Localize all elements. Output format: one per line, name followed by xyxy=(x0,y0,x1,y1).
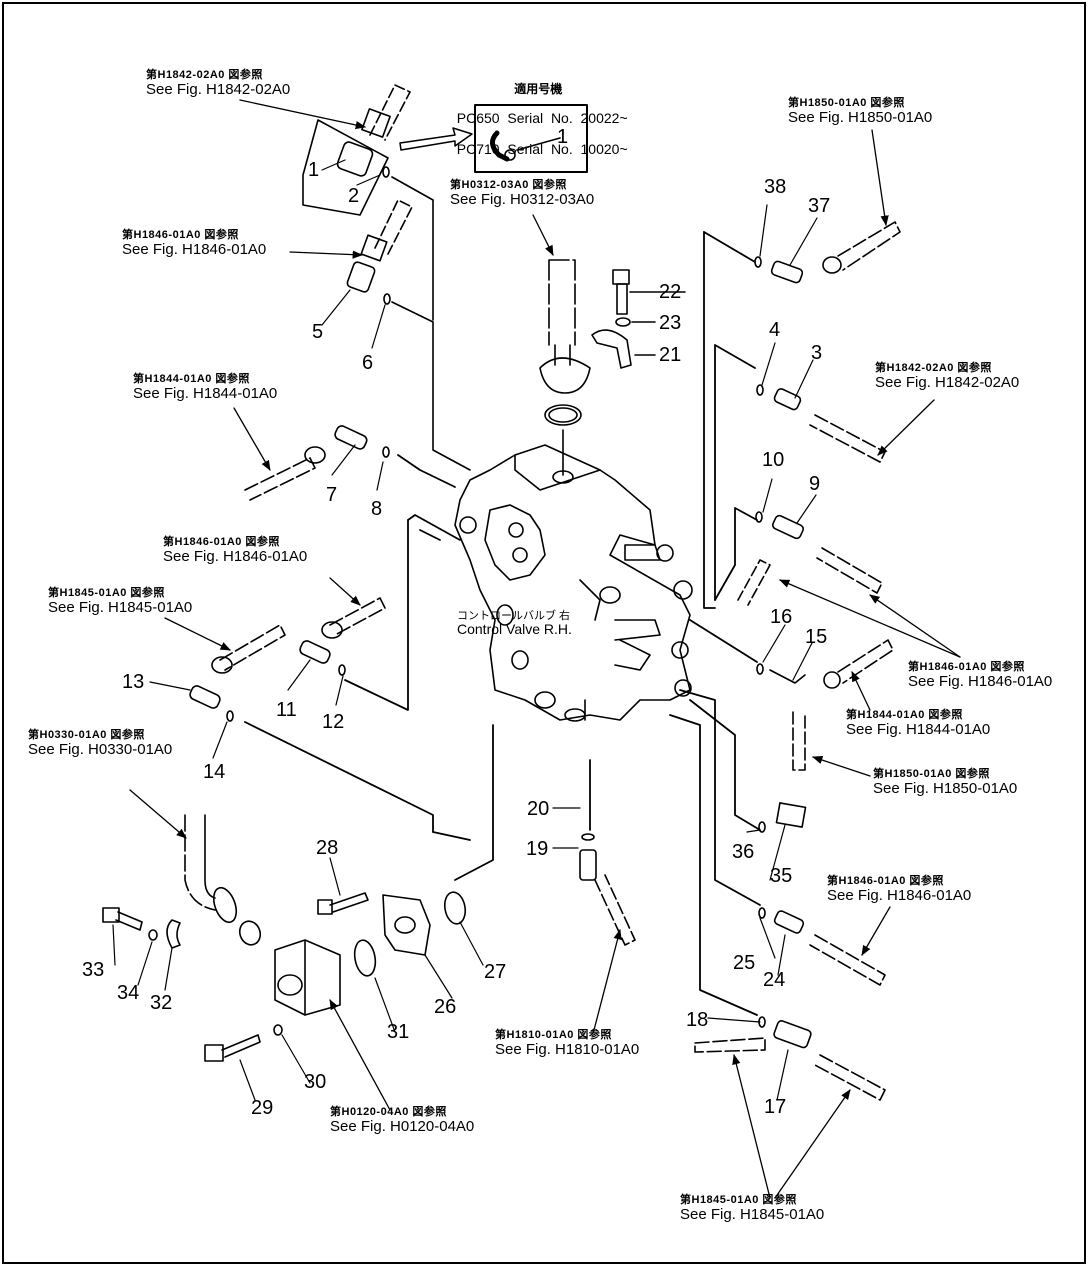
part-number[interactable]: 29 xyxy=(251,1097,274,1119)
part-number[interactable]: 26 xyxy=(434,996,457,1018)
part-number[interactable]: 1 xyxy=(557,126,569,148)
part-number[interactable]: 1 xyxy=(308,159,320,181)
top-left-bracket xyxy=(302,84,411,216)
part-number[interactable]: 2 xyxy=(348,185,360,207)
bolt-washer-clamp xyxy=(591,269,686,369)
left-fittings xyxy=(189,425,390,722)
part-number[interactable]: 13 xyxy=(122,671,145,693)
part-number[interactable]: 32 xyxy=(150,992,173,1014)
serial-line-2: PC710 Serial No. 10020~ xyxy=(456,141,628,158)
part-number[interactable]: 38 xyxy=(764,176,787,198)
part-number[interactable]: 27 xyxy=(484,961,507,983)
part-number[interactable]: 17 xyxy=(764,1096,787,1118)
part-number[interactable]: 14 xyxy=(203,761,226,783)
bottom-flange-assembly xyxy=(102,814,636,1062)
control-valve-body xyxy=(454,444,693,722)
serial-inset-box xyxy=(474,104,588,173)
part-number[interactable]: 6 xyxy=(362,352,374,374)
part-number[interactable]: 11 xyxy=(276,699,297,721)
part-number[interactable]: 34 xyxy=(117,982,140,1004)
fitting-group-5-6 xyxy=(346,176,471,471)
part-number[interactable]: 23 xyxy=(659,312,682,334)
leader-arrows xyxy=(129,99,961,1199)
part-number[interactable]: 8 xyxy=(371,498,383,520)
part-number[interactable]: 28 xyxy=(316,837,339,859)
part-number[interactable]: 21 xyxy=(659,344,682,366)
part-number[interactable]: 30 xyxy=(304,1071,327,1093)
part-number[interactable]: 22 xyxy=(659,281,682,303)
part-number[interactable]: 37 xyxy=(808,195,831,217)
inset-arrow xyxy=(399,127,473,151)
part-number[interactable]: 7 xyxy=(326,484,338,506)
serial-applicability: 適用号機 PC650 Serial No. 20022~ PC710 Seria… xyxy=(449,52,628,158)
part-number[interactable]: 19 xyxy=(526,838,549,860)
part-number[interactable]: 9 xyxy=(809,473,821,495)
part-number[interactable]: 15 xyxy=(805,626,828,648)
part-number[interactable]: 4 xyxy=(769,319,781,341)
part-number[interactable]: 20 xyxy=(527,798,550,820)
part-number[interactable]: 16 xyxy=(770,606,793,628)
callout-lines xyxy=(112,159,818,1101)
part-number[interactable]: 12 xyxy=(322,711,345,733)
serial-line-1: PC650 Serial No. 20022~ xyxy=(456,110,628,127)
part-number[interactable]: 31 xyxy=(387,1021,410,1043)
part-number[interactable]: 10 xyxy=(762,449,785,471)
part-number[interactable]: 33 xyxy=(82,959,105,981)
right-fittings xyxy=(694,221,901,1101)
part-number[interactable]: 5 xyxy=(312,321,324,343)
part-number[interactable]: 25 xyxy=(733,952,756,974)
control-valve-label: コントロールバルブ 右 Control Valve R.H. xyxy=(457,610,572,638)
part-number[interactable]: 3 xyxy=(811,342,823,364)
top-pipe-flange xyxy=(539,259,591,476)
part-number[interactable]: 36 xyxy=(732,841,755,863)
part-number[interactable]: 24 xyxy=(763,969,786,991)
serial-heading: 適用号機 xyxy=(514,81,563,96)
part-number[interactable]: 18 xyxy=(686,1009,709,1031)
piping-route-lines xyxy=(244,231,761,1016)
part-number[interactable]: 35 xyxy=(770,865,793,887)
